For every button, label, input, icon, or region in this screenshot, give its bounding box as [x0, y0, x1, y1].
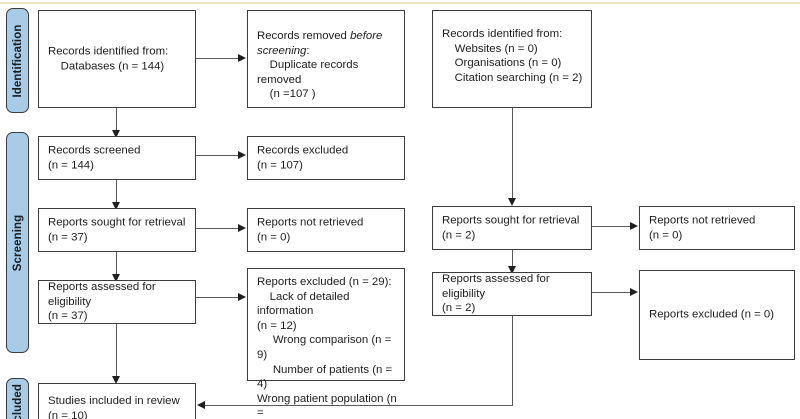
records-removed-line2-emphasis: screening [257, 44, 307, 57]
box-reports-not-retrieved-right-text: Reports not retrieved (n = 0) [649, 214, 756, 241]
box-reports-sought-left: Reports sought for retrieval (n = 37) [38, 208, 196, 252]
box-reports-not-retrieved-left-text: Reports not retrieved (n = 0) [257, 216, 364, 243]
box-records-identified-databases-text: Records identified from: Databases (n = … [48, 45, 169, 72]
box-reports-sought-right-text: Reports sought for retrieval (n = 2) [442, 214, 580, 241]
records-removed-line1: Records removed [257, 30, 351, 42]
top-divider-rule [0, 2, 800, 4]
stage-label-screening: Screening [11, 214, 24, 271]
arrowhead-assessed-to-included [112, 376, 120, 384]
stage-bar-identification: Identification [6, 8, 29, 113]
records-removed-line3: Duplicate records removed [257, 59, 362, 86]
arrowhead-screened-to-excluded [238, 151, 246, 159]
box-reports-assessed-left: Reports assessed for eligibility (n = 37… [38, 280, 196, 324]
connector-screened-to-excluded [196, 155, 239, 157]
connector-assessed-to-excluded-right [592, 292, 631, 294]
box-reports-assessed-left-text: Reports assessed for eligibility (n = 37… [48, 281, 156, 323]
arrowhead-sought-to-assessed-right [508, 266, 516, 274]
connector-right-column-elbow-horizontal [205, 405, 513, 407]
arrowhead-assessed-to-excluded-left [238, 293, 246, 301]
connector-sought-to-assessed-left [116, 252, 118, 276]
stage-bar-screening: Screening [6, 132, 29, 353]
arrowhead-identified-to-screened [112, 130, 120, 138]
box-reports-assessed-right-text: Reports assessed for eligibility (n = 2) [442, 273, 550, 315]
box-reports-not-retrieved-right: Reports not retrieved (n = 0) [639, 206, 795, 250]
box-records-removed-before-screening: Records removed before screening: Duplica… [247, 10, 405, 108]
box-records-screened: Records screened (n = 144) [38, 136, 196, 180]
connector-sought-to-assessed-right [512, 250, 514, 270]
connector-other-identified-to-sought [512, 108, 514, 201]
connector-right-column-elbow-vertical [512, 316, 514, 406]
box-reports-excluded-right: Reports excluded (n = 0) [639, 270, 795, 360]
arrowhead-assessed-to-excluded-right [630, 288, 638, 296]
stage-bar-included: Included [6, 378, 29, 419]
records-removed-line2-tail: : [306, 44, 310, 57]
box-reports-excluded-reasons: Reports excluded (n = 29): Lack of detai… [247, 268, 405, 419]
box-studies-included-text: Studies included in review (n = 10) [48, 395, 180, 419]
box-reports-excluded-reasons-text: Reports excluded (n = 29): Lack of detai… [257, 276, 397, 419]
box-studies-included: Studies included in review (n = 10) [38, 383, 196, 419]
connector-assessed-to-excluded-left [196, 297, 239, 299]
records-removed-line4: (n =107 ) [257, 88, 316, 101]
connector-sought-to-not-retrieved-right [592, 226, 631, 228]
connector-identified-to-removed [196, 58, 239, 60]
box-records-excluded: Records excluded (n = 107) [247, 136, 405, 180]
box-records-identified-databases: Records identified from: Databases (n = … [38, 10, 196, 108]
records-removed-line1-emphasis: before [350, 30, 383, 42]
connector-assessed-to-included [116, 324, 118, 380]
arrowhead-sought-to-not-retrieved-right [630, 222, 638, 230]
box-records-excluded-text: Records excluded (n = 107) [257, 144, 349, 171]
box-records-identified-other-text: Records identified from: Websites (n = 0… [442, 28, 583, 84]
connector-identified-to-screened [116, 108, 118, 132]
stage-label-included: Included [11, 383, 24, 419]
arrowhead-other-identified-to-sought [508, 198, 516, 206]
arrowhead-identified-to-removed [238, 54, 246, 62]
connector-screened-to-sought [116, 180, 118, 204]
stage-label-identification: Identification [11, 24, 24, 97]
box-reports-assessed-right: Reports assessed for eligibility (n = 2) [432, 272, 592, 316]
box-reports-sought-right: Reports sought for retrieval (n = 2) [432, 206, 592, 250]
arrowhead-screened-to-sought [112, 202, 120, 210]
box-records-removed-text: Records removed before screening: Duplica… [257, 29, 398, 102]
box-records-screened-text: Records screened (n = 144) [48, 144, 141, 171]
arrowhead-sought-to-not-retrieved-left [238, 224, 246, 232]
arrowhead-right-column-to-included [197, 401, 205, 409]
box-records-identified-other-methods: Records identified from: Websites (n = 0… [432, 10, 592, 108]
arrowhead-sought-to-assessed-left [112, 274, 120, 282]
box-reports-not-retrieved-left: Reports not retrieved (n = 0) [247, 208, 405, 252]
box-reports-sought-left-text: Reports sought for retrieval (n = 37) [48, 216, 186, 243]
connector-sought-to-not-retrieved-left [196, 228, 239, 230]
box-reports-excluded-right-text: Reports excluded (n = 0) [649, 308, 775, 321]
